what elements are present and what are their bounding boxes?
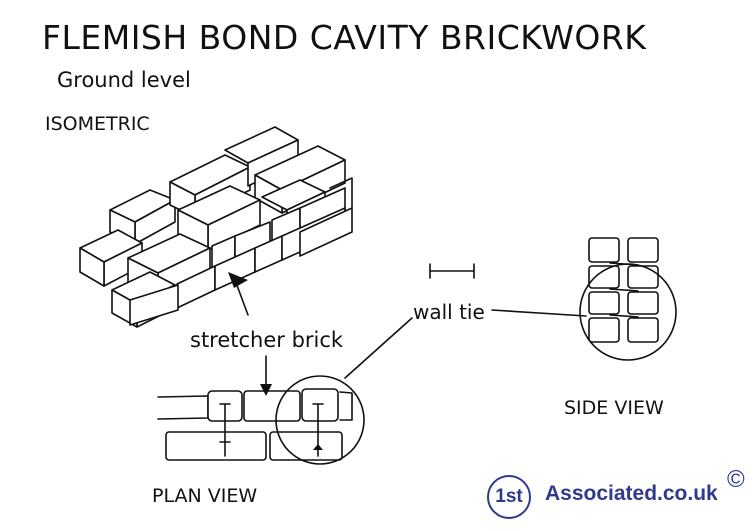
logo-badge: 1st [487, 475, 531, 519]
isometric-brickwork [79, 126, 353, 328]
side-view-label: SIDE VIEW [564, 397, 664, 419]
brand-logo[interactable]: 1st Associated.co.uk © [487, 466, 755, 522]
iso-brick [129, 284, 179, 326]
iso-brick [177, 185, 261, 251]
logo-brand-text: Associated.co.uk [545, 482, 718, 505]
magnifier-circle-icon [275, 375, 365, 465]
plan-view-drawing [157, 388, 353, 461]
wall-tie-icon [429, 263, 475, 279]
iso-brick [299, 177, 353, 257]
isometric-label: ISOMETRIC [45, 113, 150, 135]
stretcher-brick-label: stretcher brick [190, 328, 344, 352]
copyright-icon: © [727, 466, 745, 493]
side-view-drawing [588, 237, 659, 343]
iso-brick [79, 229, 143, 287]
plan-view-label: PLAN VIEW [152, 485, 258, 507]
arrow-icon [228, 272, 249, 316]
page-title: FLEMISH BOND CAVITY BRICKWORK [42, 18, 647, 57]
subtitle: Ground level [57, 68, 191, 92]
iso-brick [211, 221, 271, 273]
magnifier-circle-icon [579, 263, 677, 361]
wall-tie-label: wall tie [413, 300, 485, 324]
arrow-icon [260, 355, 272, 396]
